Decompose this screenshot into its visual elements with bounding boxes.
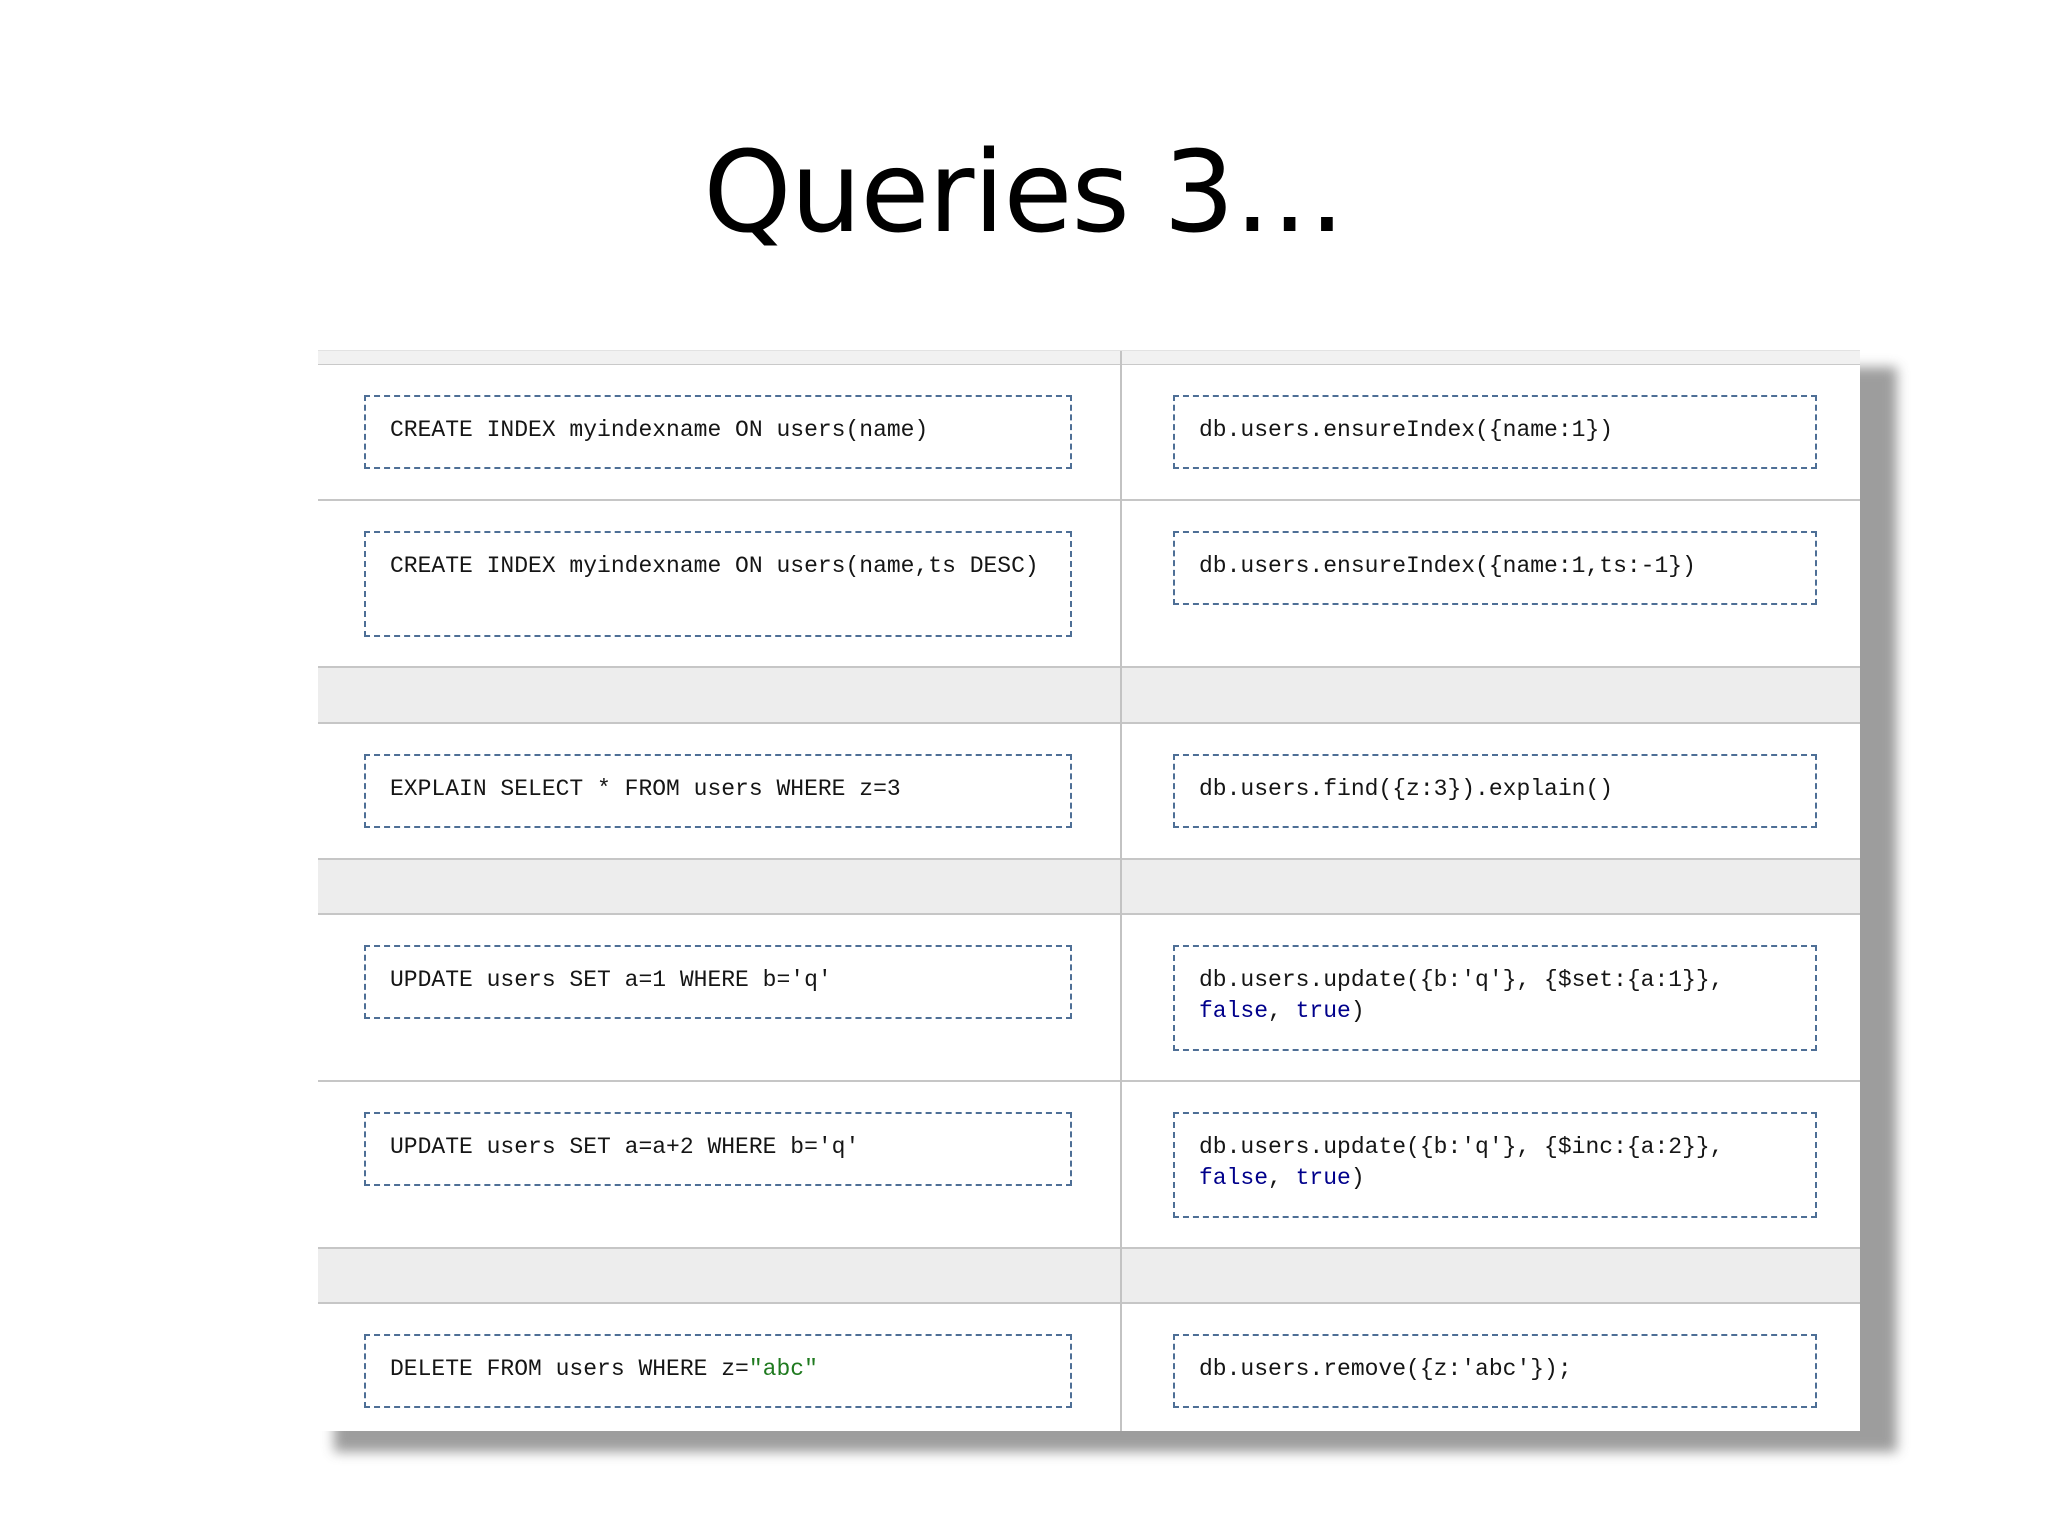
table-row: UPDATE users SET a=1 WHERE b='q' db.user…	[318, 915, 1860, 1082]
keyword-true: true	[1295, 998, 1351, 1024]
sql-code-box: CREATE INDEX myindexname ON users(name)	[364, 395, 1072, 469]
mongo-code-text: db.users.update({b:'q'}, {$inc:{a:2}},	[1199, 1134, 1724, 1160]
mongo-code-box: db.users.update({b:'q'}, {$set:{a:1}}, f…	[1173, 945, 1817, 1051]
spacer-row	[318, 668, 1860, 724]
code-close-paren: )	[1350, 998, 1365, 1024]
column-divider	[1120, 351, 1122, 1431]
code-close-paren: )	[1350, 1165, 1365, 1191]
table-top-strip	[318, 351, 1860, 365]
slide-title: Queries 3…	[703, 128, 1345, 258]
code-separator: ,	[1268, 1165, 1296, 1191]
spacer-row	[318, 860, 1860, 915]
sql-code-box: EXPLAIN SELECT * FROM users WHERE z=3	[364, 754, 1072, 828]
sql-code-box: UPDATE users SET a=a+2 WHERE b='q'	[364, 1112, 1072, 1186]
mongo-code-box: db.users.find({z:3}).explain()	[1173, 754, 1817, 828]
mongo-code-text: db.users.update({b:'q'}, {$set:{a:1}},	[1199, 967, 1724, 993]
table-row: EXPLAIN SELECT * FROM users WHERE z=3 db…	[318, 724, 1860, 860]
code-separator: ,	[1268, 998, 1296, 1024]
mongo-code-box: db.users.update({b:'q'}, {$inc:{a:2}}, f…	[1173, 1112, 1817, 1218]
mongo-code-box: db.users.ensureIndex({name:1,ts:-1})	[1173, 531, 1817, 605]
sql-mongo-comparison-table: CREATE INDEX myindexname ON users(name) …	[318, 350, 1860, 1431]
sql-code-box: DELETE FROM users WHERE z="abc"	[364, 1334, 1072, 1408]
table-row: CREATE INDEX myindexname ON users(name,t…	[318, 501, 1860, 668]
sql-code-text: DELETE FROM users WHERE z=	[390, 1356, 749, 1382]
sql-code-box: UPDATE users SET a=1 WHERE b='q'	[364, 945, 1072, 1019]
keyword-false: false	[1199, 998, 1269, 1024]
sql-code-box: CREATE INDEX myindexname ON users(name,t…	[364, 531, 1072, 637]
keyword-false: false	[1199, 1165, 1269, 1191]
table-row: CREATE INDEX myindexname ON users(name) …	[318, 365, 1860, 501]
spacer-row	[318, 1249, 1860, 1304]
keyword-true: true	[1295, 1165, 1351, 1191]
table-row: UPDATE users SET a=a+2 WHERE b='q' db.us…	[318, 1082, 1860, 1249]
string-literal: "abc"	[748, 1356, 818, 1382]
mongo-code-box: db.users.remove({z:'abc'});	[1173, 1334, 1817, 1408]
mongo-code-box: db.users.ensureIndex({name:1})	[1173, 395, 1817, 469]
table-row: DELETE FROM users WHERE z="abc" db.users…	[318, 1304, 1860, 1431]
